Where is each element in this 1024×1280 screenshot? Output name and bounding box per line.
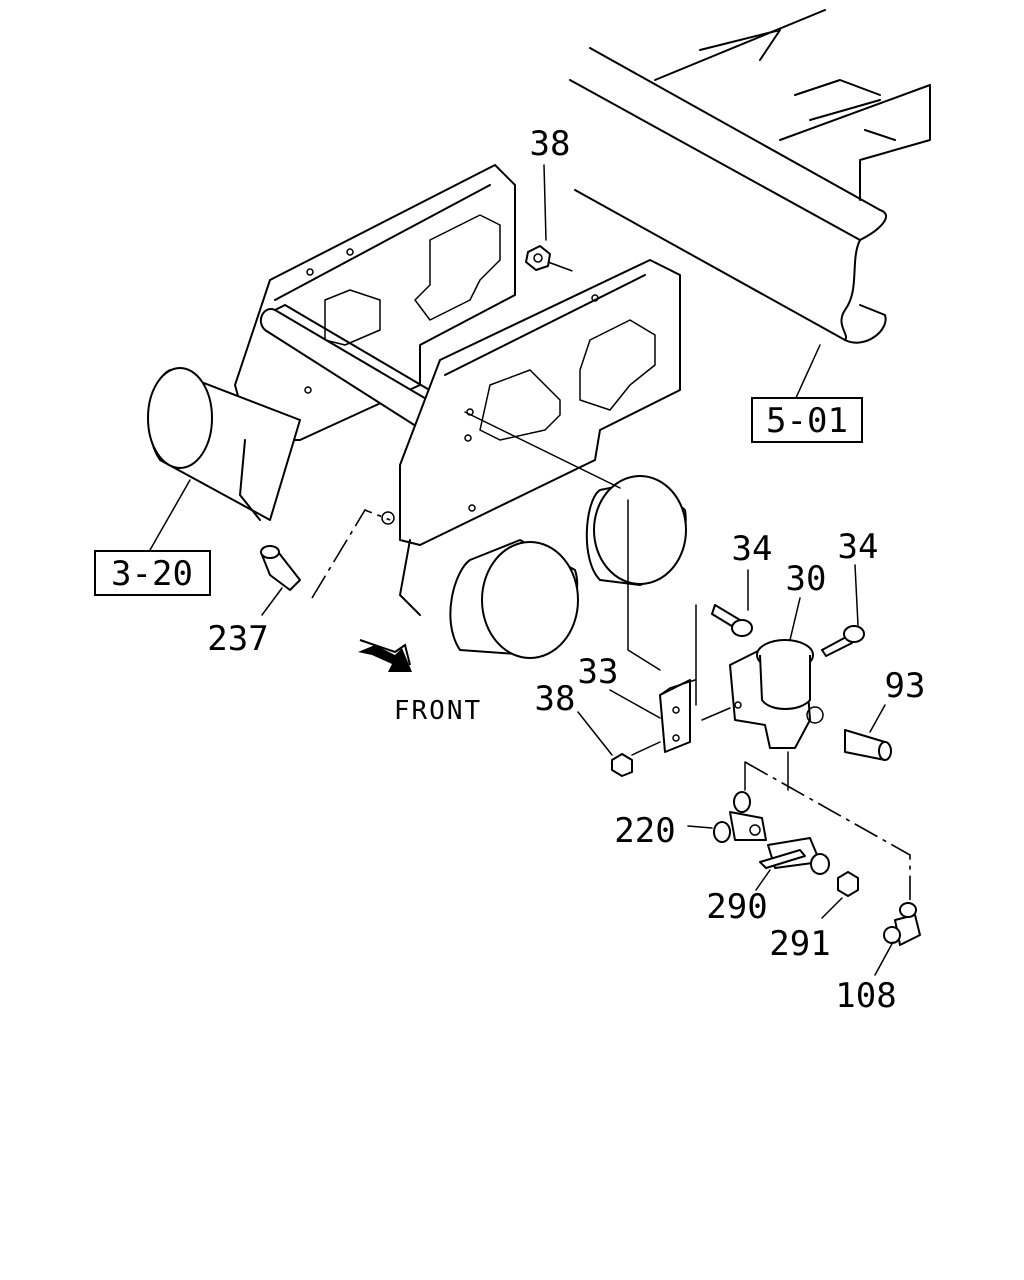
- reference-5-01-text: 5-01: [766, 401, 848, 441]
- valve-assembly: [464, 411, 892, 791]
- nut-38-top: [525, 164, 576, 273]
- reference-3-20: 3-20: [94, 479, 211, 596]
- front-arrow: [358, 639, 412, 672]
- callout-93: 93: [885, 666, 926, 706]
- reference-3-20-text: 3-20: [111, 554, 193, 594]
- callout-34-right: 34: [838, 527, 879, 567]
- callout-290: 290: [706, 887, 767, 927]
- reference-5-01: 5-01: [751, 344, 863, 443]
- switch-237: [260, 509, 395, 616]
- callout-108: 108: [835, 976, 896, 1016]
- front-label: FRONT: [394, 696, 482, 726]
- callout-33: 33: [578, 652, 619, 692]
- callout-38-bottom: 38: [535, 679, 576, 719]
- callout-30: 30: [786, 559, 827, 599]
- spring-cylinders: [147, 367, 687, 659]
- callout-34-left: 34: [732, 529, 773, 569]
- lower-fittings: [687, 761, 921, 976]
- callout-220: 220: [614, 811, 675, 851]
- callout-38-top: 38: [530, 124, 571, 164]
- callout-237: 237: [207, 619, 268, 659]
- frame-rail: [569, 9, 931, 344]
- callout-291: 291: [769, 924, 830, 964]
